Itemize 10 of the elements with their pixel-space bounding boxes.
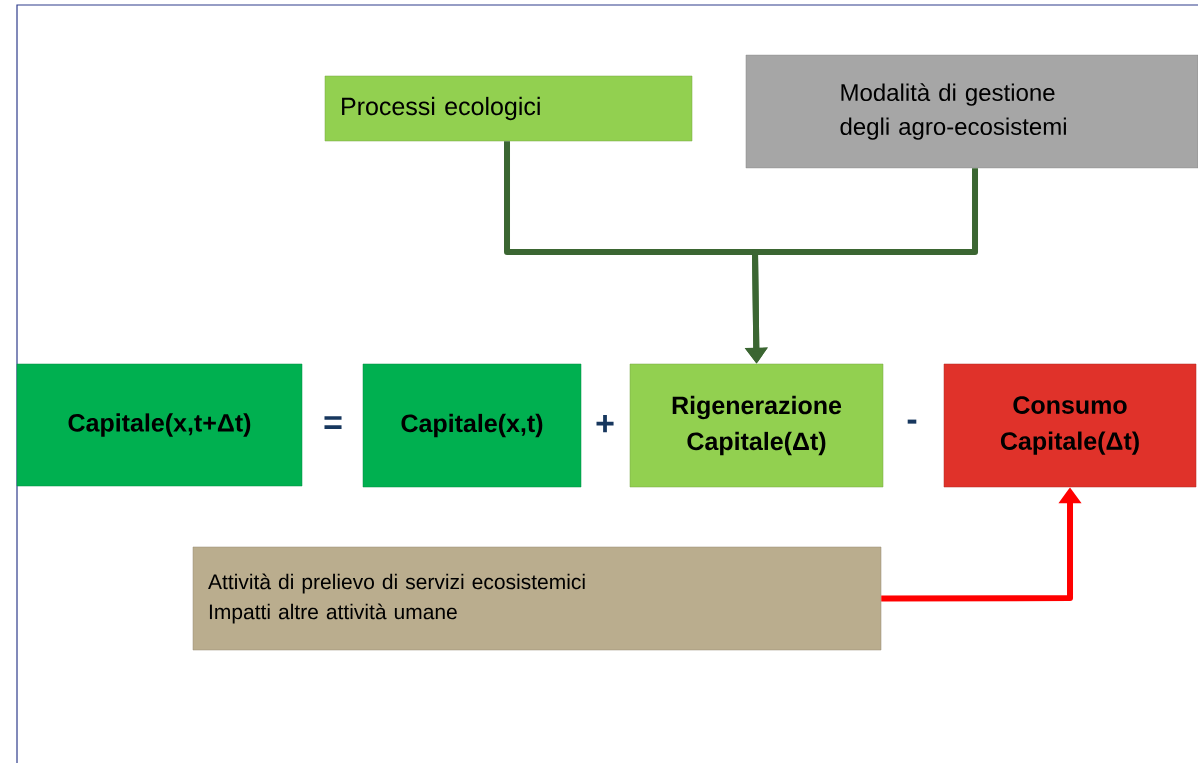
process-box: Attività di prelievo di servizi ecosistemici Impatti altre attività umane — [192, 546, 882, 651]
formula-box: Capitale(x,t) — [362, 363, 582, 488]
operator: = — [324, 416, 342, 429]
process-box: Processi ecologici — [324, 75, 693, 142]
operator: - — [907, 419, 917, 424]
formula-box: Capitale(x,t+Δt) — [16, 363, 303, 487]
operator: + — [596, 415, 614, 433]
formula-box: Rigenerazione Capitale(Δt) — [629, 363, 884, 488]
process-box: Modalità di gestione degli agro-ecosistemi — [745, 54, 1198, 169]
formula-box: Consumo Capitale(Δt) — [943, 363, 1197, 488]
